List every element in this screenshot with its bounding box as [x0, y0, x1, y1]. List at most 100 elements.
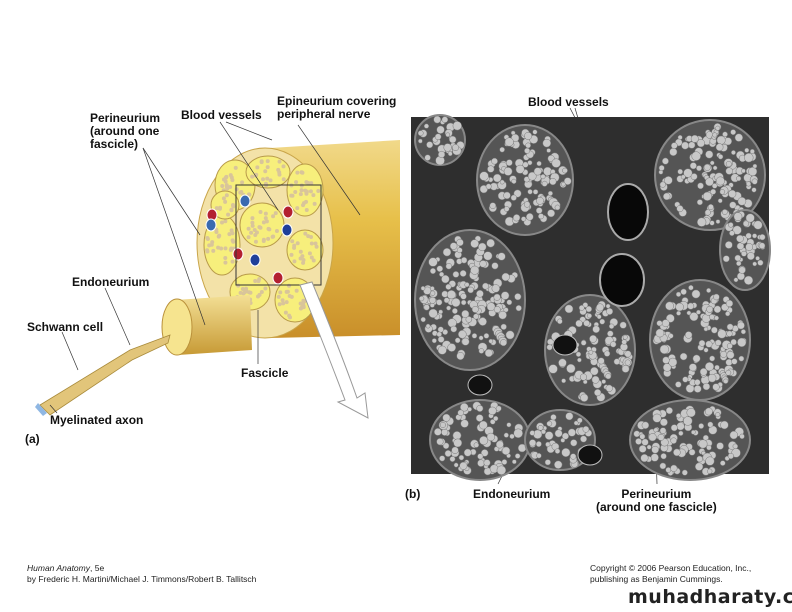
axon-dot [303, 188, 308, 193]
label-line: Epineurium covering [277, 94, 397, 108]
photo-axon [486, 302, 496, 312]
photo-axon [561, 448, 571, 458]
photo-axon [454, 337, 461, 344]
photo-axon [441, 116, 449, 123]
axon-dot [234, 187, 239, 192]
photo-axon [546, 344, 553, 351]
axon-dot [264, 219, 269, 224]
axon-dot [217, 233, 222, 238]
axon-dot [312, 201, 317, 206]
axon-dot [247, 192, 252, 197]
photo-axon [707, 468, 713, 474]
photo-axon [434, 133, 442, 141]
photo-axon [515, 164, 525, 174]
photo-axon [444, 450, 452, 457]
photo-axon [478, 335, 484, 341]
axon-dot [233, 165, 238, 170]
photo-axon [705, 177, 714, 187]
photo-axon [752, 233, 758, 239]
photo-axon [668, 357, 678, 367]
photo-axon [702, 382, 711, 391]
photo-axon [698, 439, 708, 449]
photo-axon [479, 260, 487, 268]
photo-axon [484, 349, 493, 358]
photo-axon [478, 317, 487, 326]
photo-blood-vessel [552, 334, 578, 356]
photo-axon [537, 425, 544, 431]
photo-axon [513, 428, 523, 439]
photo-axon [491, 262, 499, 270]
photo-axon [740, 329, 746, 335]
axon-dot [274, 228, 279, 233]
photo-axon [573, 420, 579, 426]
photo-axon [458, 330, 467, 339]
photo-axon [489, 202, 497, 209]
photo-axon [500, 323, 507, 330]
photo-axon [557, 318, 563, 325]
photo-axon [743, 275, 754, 285]
photo-axon [657, 433, 665, 441]
photo-axon [437, 326, 444, 333]
photo-axon [699, 368, 708, 376]
photo-axon [570, 439, 578, 447]
axon-dot [240, 180, 245, 185]
photo-axon [496, 465, 507, 475]
photo-axon [441, 428, 449, 436]
photo-axon [592, 325, 600, 334]
photo-axon [583, 319, 590, 327]
photo-axon [499, 146, 505, 153]
axon-dot [276, 294, 281, 299]
axon-dot [311, 258, 316, 263]
photo-axon [730, 338, 737, 346]
photo-axon [639, 433, 646, 440]
photo-axon [728, 189, 737, 198]
photo-axon [478, 348, 485, 354]
axon-dot [290, 193, 295, 198]
photo-axon [562, 167, 568, 174]
photo-axon [705, 340, 713, 348]
photo-axon [734, 254, 742, 262]
blood-vessel [205, 218, 217, 232]
photo-axon [727, 452, 734, 460]
photo-axon [725, 311, 731, 317]
label-endoneurium-a: Endoneurium [72, 275, 150, 289]
photo-axon [565, 412, 574, 421]
photo-axon [525, 142, 531, 149]
photo-axon [725, 167, 733, 175]
photo-axon [707, 204, 714, 210]
photo-axon [655, 328, 665, 338]
axon-dot [257, 225, 262, 230]
label-line: fascicle) [90, 137, 139, 151]
photo-axon [535, 441, 542, 447]
axon-dot [223, 260, 228, 265]
fascicle [286, 229, 324, 271]
photo-axon [554, 460, 563, 469]
photo-axon [680, 174, 686, 180]
axon [35, 403, 47, 416]
photo-axon [449, 242, 458, 250]
photo-axon [703, 163, 711, 171]
axon-dot [256, 279, 261, 284]
photo-axon [710, 188, 717, 195]
photo-axon [689, 162, 697, 170]
label-line: peripheral nerve [277, 107, 371, 121]
photo-axon [554, 204, 561, 211]
photo-axon [533, 167, 542, 176]
panel-label-a: (a) [25, 432, 40, 446]
axon-dot [281, 164, 286, 169]
axon-dot [278, 290, 283, 295]
axon-dot [214, 229, 219, 234]
photo-axon [670, 424, 678, 432]
photo-axon [424, 154, 431, 161]
photo-axon [449, 456, 456, 462]
photo-axon [495, 440, 504, 449]
label-endoneurium-b: Endoneurium [473, 487, 551, 501]
photo-axon [711, 326, 718, 334]
photo-axon [527, 189, 533, 195]
axon-dot [292, 259, 297, 264]
photo-axon [608, 323, 615, 329]
photo-axon [732, 443, 739, 450]
photo-axon [675, 302, 684, 312]
photo-axon [714, 364, 720, 371]
